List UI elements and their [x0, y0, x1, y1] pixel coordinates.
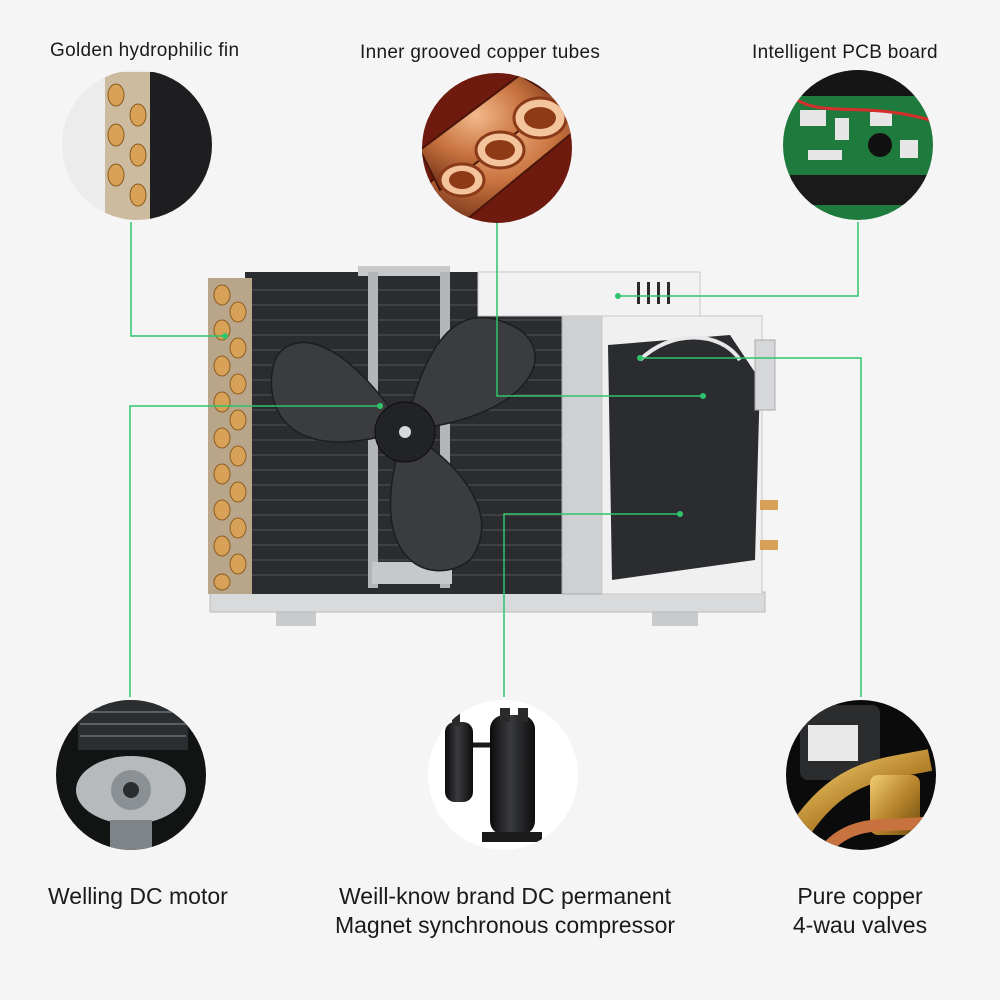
- dc-motor-icon: [56, 700, 206, 850]
- leader-dot-tubes: [700, 393, 706, 399]
- label-valves-line1: Pure copper: [797, 883, 923, 909]
- fan-bracket-top: [358, 266, 450, 276]
- copper-tubes-icon: [422, 73, 572, 223]
- leader-tubes: [496, 222, 703, 397]
- side-handle: [754, 339, 776, 411]
- electrical-box: [477, 271, 701, 317]
- leader-dot-fin: [222, 333, 228, 339]
- label-compressor-line2: Magnet synchronous compressor: [334, 912, 676, 938]
- fan-bracket-right: [440, 272, 450, 588]
- fan-hub-cap: [399, 426, 411, 438]
- copper-fin-coil-icon: [62, 70, 212, 220]
- leader-lines: [129, 222, 862, 697]
- service-valve-1: [760, 500, 778, 510]
- leader-pcb: [618, 222, 859, 297]
- wiring: [638, 335, 742, 362]
- label-fin: Golden hydrophilic fin: [50, 40, 240, 61]
- terminal-block: [637, 282, 670, 304]
- label-valves-line2: 4-wau valves: [792, 912, 928, 938]
- leader-valves: [640, 357, 862, 697]
- leader-dot-pcb: [615, 293, 621, 299]
- label-compressor: Weill-know brand DC permanent Magnet syn…: [320, 882, 690, 940]
- leader-compressor: [503, 513, 680, 697]
- unit-base: [209, 591, 766, 613]
- outdoor-unit: [208, 266, 778, 626]
- label-valves: Pure copper 4-wau valves: [760, 882, 960, 940]
- label-pcb: Intelligent PCB board: [752, 42, 938, 63]
- service-valve-2: [760, 540, 778, 550]
- compressor-blanket: [608, 335, 760, 580]
- divider-panel: [561, 279, 603, 595]
- fan-blades: [270, 316, 536, 572]
- pcb-board-icon: [783, 70, 933, 220]
- copper-valve-icon: [786, 700, 936, 850]
- label-motor: Welling DC motor: [48, 883, 228, 909]
- leader-dot-compressor: [677, 511, 683, 517]
- label-copper-tubes: Inner grooved copper tubes: [360, 42, 601, 63]
- copper-bends: [213, 284, 247, 591]
- leader-motor: [129, 405, 380, 697]
- leader-dot-valves: [637, 355, 643, 361]
- label-compressor-line1: Weill-know brand DC permanent: [339, 883, 671, 909]
- rotary-compressor-icon: [428, 700, 578, 850]
- leader-fin: [130, 222, 225, 337]
- leader-dot-motor: [377, 403, 383, 409]
